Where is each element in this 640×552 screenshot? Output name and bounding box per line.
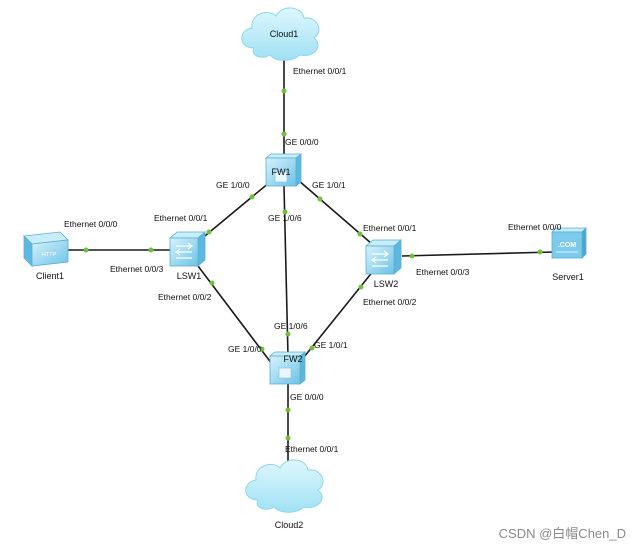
port-label-lsw1-eth003: Ethernet 0/0/3 xyxy=(110,264,164,274)
cloud1-node[interactable]: Cloud1 xyxy=(241,7,320,61)
fw2-node[interactable]: FW2 xyxy=(268,351,307,385)
switch-icon xyxy=(168,231,207,267)
port-dot xyxy=(358,284,364,290)
port-label-fw2-ge000: GE 0/0/0 xyxy=(290,392,324,402)
port-label-fw1-ge000: GE 0/0/0 xyxy=(285,137,319,147)
port-label-fw1-ge101: GE 1/0/1 xyxy=(312,180,346,190)
port-dot xyxy=(209,280,215,286)
port-labels: Ethernet 0/0/1 GE 0/0/0 GE 1/0/0 GE 1/0/… xyxy=(64,66,562,454)
port-dot xyxy=(285,407,291,413)
port-label-server1-eth000: Ethernet 0/0/0 xyxy=(508,222,562,232)
link-fw1-lsw1[interactable] xyxy=(199,181,271,241)
port-dot xyxy=(285,331,291,337)
port-label-fw1-ge106: GE 1/0/6 xyxy=(268,213,302,223)
link-lsw2-server1[interactable] xyxy=(401,251,555,257)
firewall-icon xyxy=(268,351,307,385)
port-dot xyxy=(148,247,154,253)
cloud2-node[interactable]: Cloud2 xyxy=(245,459,324,530)
client-screen-text: HTTP xyxy=(42,252,57,258)
server1-node[interactable]: .COM Server1 xyxy=(551,227,587,282)
port-label-fw2-ge100: GE 1/0/0 xyxy=(228,344,262,354)
fw1-label: FW1 xyxy=(272,167,291,177)
port-dot xyxy=(281,88,287,94)
lsw2-node[interactable]: LSW2 xyxy=(364,239,403,289)
client1-node[interactable]: HTTP Client1 xyxy=(23,231,69,281)
port-dot xyxy=(249,194,255,200)
port-dot xyxy=(357,231,363,237)
port-dot xyxy=(259,346,265,352)
links xyxy=(68,58,555,468)
port-dot xyxy=(281,131,287,137)
fw1-node[interactable]: FW1 xyxy=(264,153,303,187)
port-label-client1-eth000: Ethernet 0/0/0 xyxy=(64,219,118,229)
watermark: CSDN @白帽Chen_D xyxy=(499,526,626,541)
port-dot xyxy=(409,253,415,259)
port-dot xyxy=(206,229,212,235)
port-label-lsw2-eth003: Ethernet 0/0/3 xyxy=(416,267,470,277)
cloud1-label: Cloud1 xyxy=(270,29,299,39)
client1-label: Client1 xyxy=(36,271,64,281)
port-label-lsw2-eth001: Ethernet 0/0/1 xyxy=(363,223,417,233)
port-dot xyxy=(537,249,543,255)
port-label-cloud2-eth001: Ethernet 0/0/1 xyxy=(285,444,339,454)
port-label-fw2-ge106: GE 1/0/6 xyxy=(274,321,308,331)
fw2-label: FW2 xyxy=(284,354,303,364)
port-label-lsw2-eth002: Ethernet 0/0/2 xyxy=(363,297,417,307)
lsw2-label: LSW2 xyxy=(374,279,399,289)
port-dot xyxy=(282,209,288,215)
server1-label: Server1 xyxy=(552,272,584,282)
client-pc-icon: HTTP xyxy=(23,231,69,267)
port-dots xyxy=(83,88,543,441)
port-dot xyxy=(317,196,323,202)
port-label-lsw1-eth002: Ethernet 0/0/2 xyxy=(158,292,212,302)
port-label-lsw1-eth001: Ethernet 0/0/1 xyxy=(154,213,208,223)
cloud-icon xyxy=(245,459,324,513)
port-dot xyxy=(285,435,291,441)
lsw1-label: LSW1 xyxy=(177,271,202,281)
cloud2-label: Cloud2 xyxy=(275,520,304,530)
port-label-fw2-ge101: GE 1/0/1 xyxy=(314,340,348,350)
cloud-icon xyxy=(241,7,320,61)
firewall-icon xyxy=(264,153,303,187)
server-icon: .COM xyxy=(551,227,587,259)
port-label-fw1-ge100: GE 1/0/0 xyxy=(216,180,250,190)
port-label-cloud1-eth001: Ethernet 0/0/1 xyxy=(293,66,347,76)
switch-icon xyxy=(364,239,403,275)
port-dot xyxy=(309,345,315,351)
port-dot xyxy=(83,247,89,253)
server-screen-text: .COM xyxy=(558,242,576,249)
lsw1-node[interactable]: LSW1 xyxy=(168,231,207,281)
